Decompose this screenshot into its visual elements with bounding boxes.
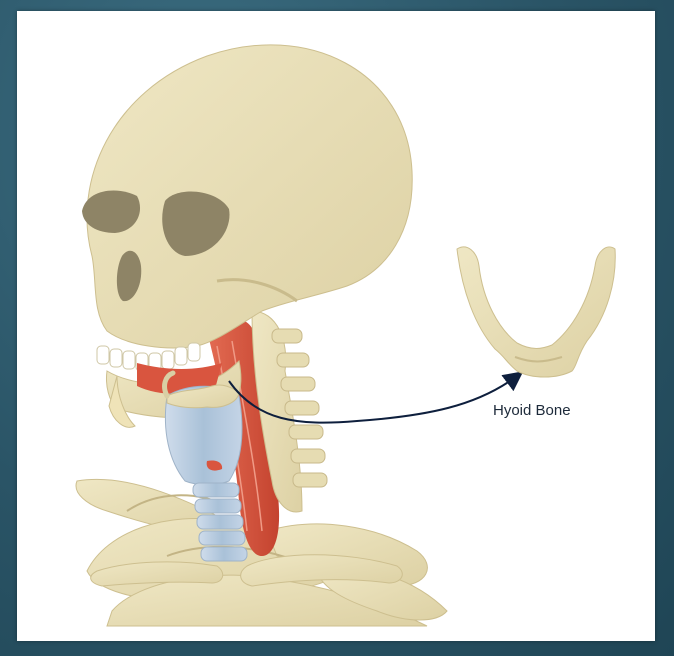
illustration-panel: Hyoid Bone: [17, 11, 655, 641]
hyoid-bone-label: Hyoid Bone: [493, 402, 571, 419]
skull: [82, 45, 412, 371]
hyoid-detail: [457, 247, 615, 377]
anatomy-illustration: [17, 11, 655, 641]
